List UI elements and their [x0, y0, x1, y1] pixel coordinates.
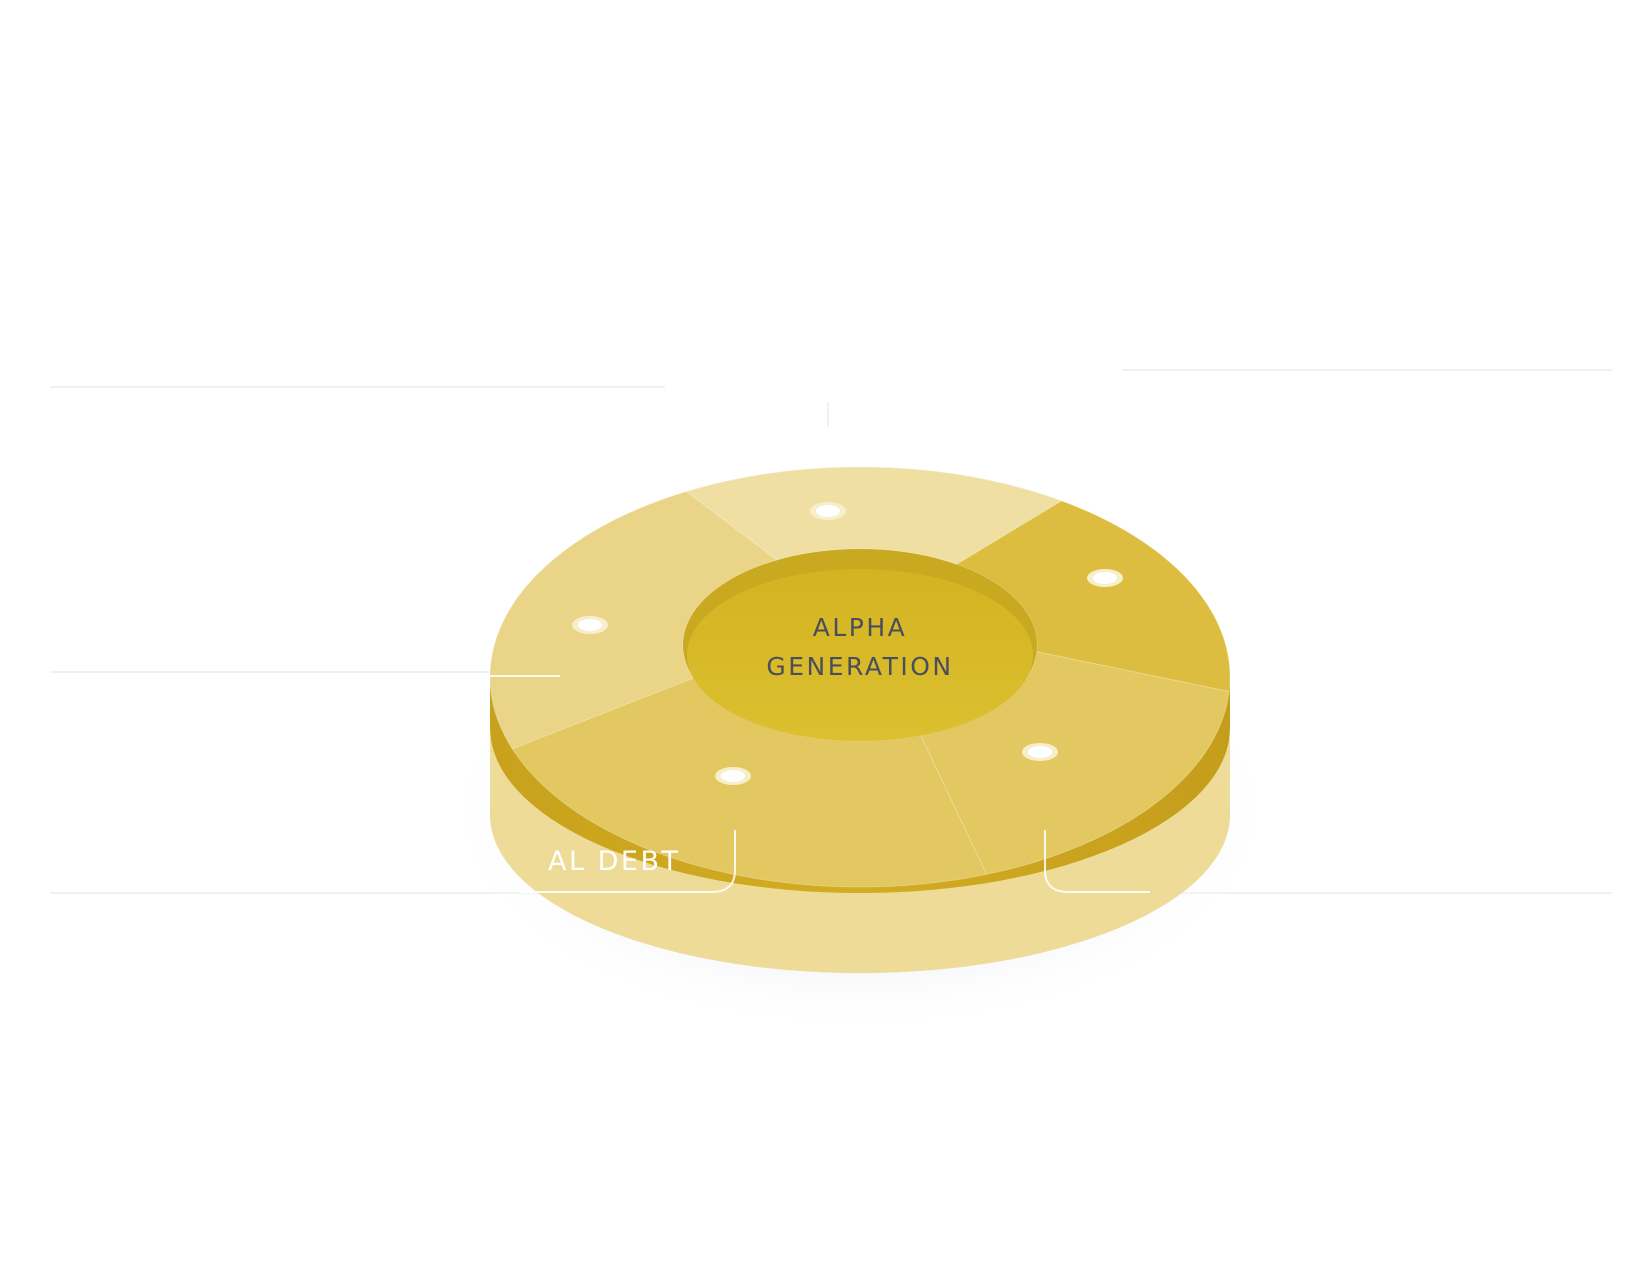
callout-frames [490, 675, 1150, 893]
marker-dot-5 [578, 619, 602, 631]
marker-dot-3 [1028, 746, 1052, 758]
marker-dot-4 [721, 770, 745, 782]
ring-segments [489, 466, 1231, 888]
marker-dot-2 [1093, 572, 1117, 584]
inner-disc [687, 569, 1033, 741]
marker-dot-1 [816, 505, 840, 517]
segment-markers [572, 502, 1123, 785]
